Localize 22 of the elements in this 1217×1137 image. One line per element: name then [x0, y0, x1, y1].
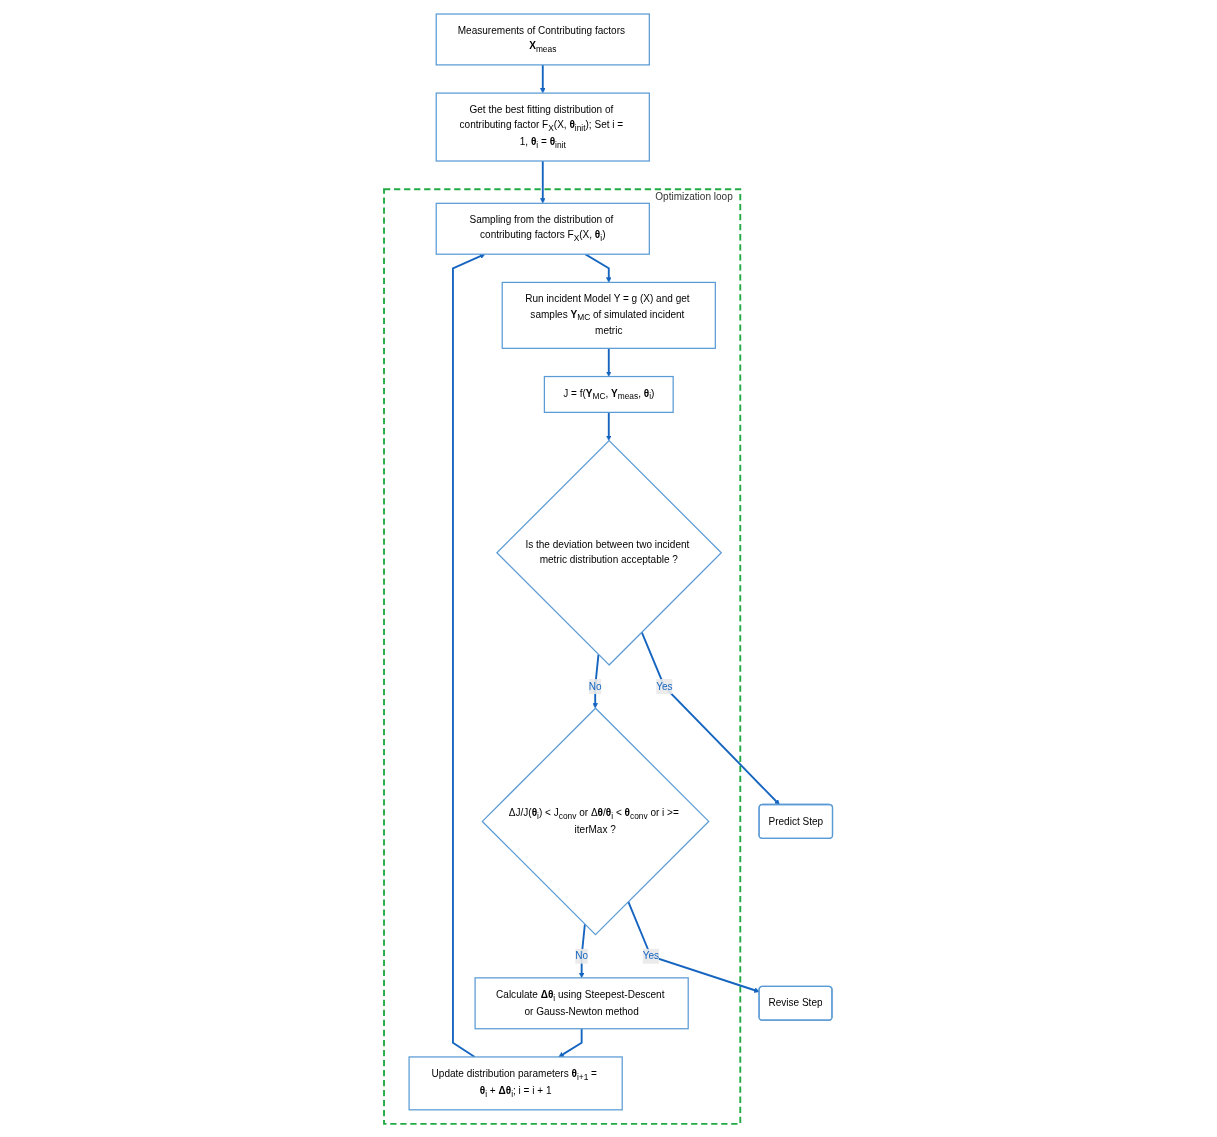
- arrow: [558, 1027, 583, 1057]
- node-box: Get the best fitting distribution of contributing factor F$_{X}$(X, θ$_{init}$); Set i = 1, θ$_{i}$ = θ$_{init}$: [435, 92, 651, 162]
- node-box: Run incident Model Y = g (X) and get samples Y$_{MC}$ of simulated incident metric: [501, 281, 717, 349]
- arrow: [584, 252, 612, 283]
- arrow: [540, 63, 546, 93]
- node-box: Calculate Δθ$_{i}$ using Steepest-Descent or Gauss-Newton method: [474, 976, 690, 1029]
- arrow: [606, 346, 612, 377]
- edge-label: Yes: [642, 950, 660, 961]
- node-box: Update distribution parameters θ$_{i+1}$ = θ$_{i}$ + Δθ$_{i}$; i = i + 1: [408, 1055, 624, 1110]
- arrow: [641, 630, 781, 805]
- arrow: [627, 900, 760, 993]
- node-diamond: ΔJ/J(θ$_{i}$) < J$_{conv}$ or Δθ/θ$_{i}$ < θ$_{conv}$ or i >= iterMax ?: [481, 706, 710, 936]
- edge-label: Yes: [656, 680, 673, 692]
- arrow: [606, 410, 612, 441]
- edge-label: No: [575, 950, 589, 961]
- edge-label: No: [589, 680, 602, 692]
- arrow: [452, 253, 486, 1058]
- node-box: Measurements of Contributing factors X$_{meas}$: [435, 12, 651, 66]
- arrow: [540, 159, 546, 204]
- node-box: Sampling from the distribution of contributing factors F$_{X}$(X, θ$_{i}$): [435, 202, 651, 255]
- node-diamond: Is the deviation between two incident metric distribution acceptable ?: [496, 439, 723, 666]
- node-box: J = f(Y$_{MC}$, Y$_{meas}$, θ$_{i}$): [544, 375, 674, 413]
